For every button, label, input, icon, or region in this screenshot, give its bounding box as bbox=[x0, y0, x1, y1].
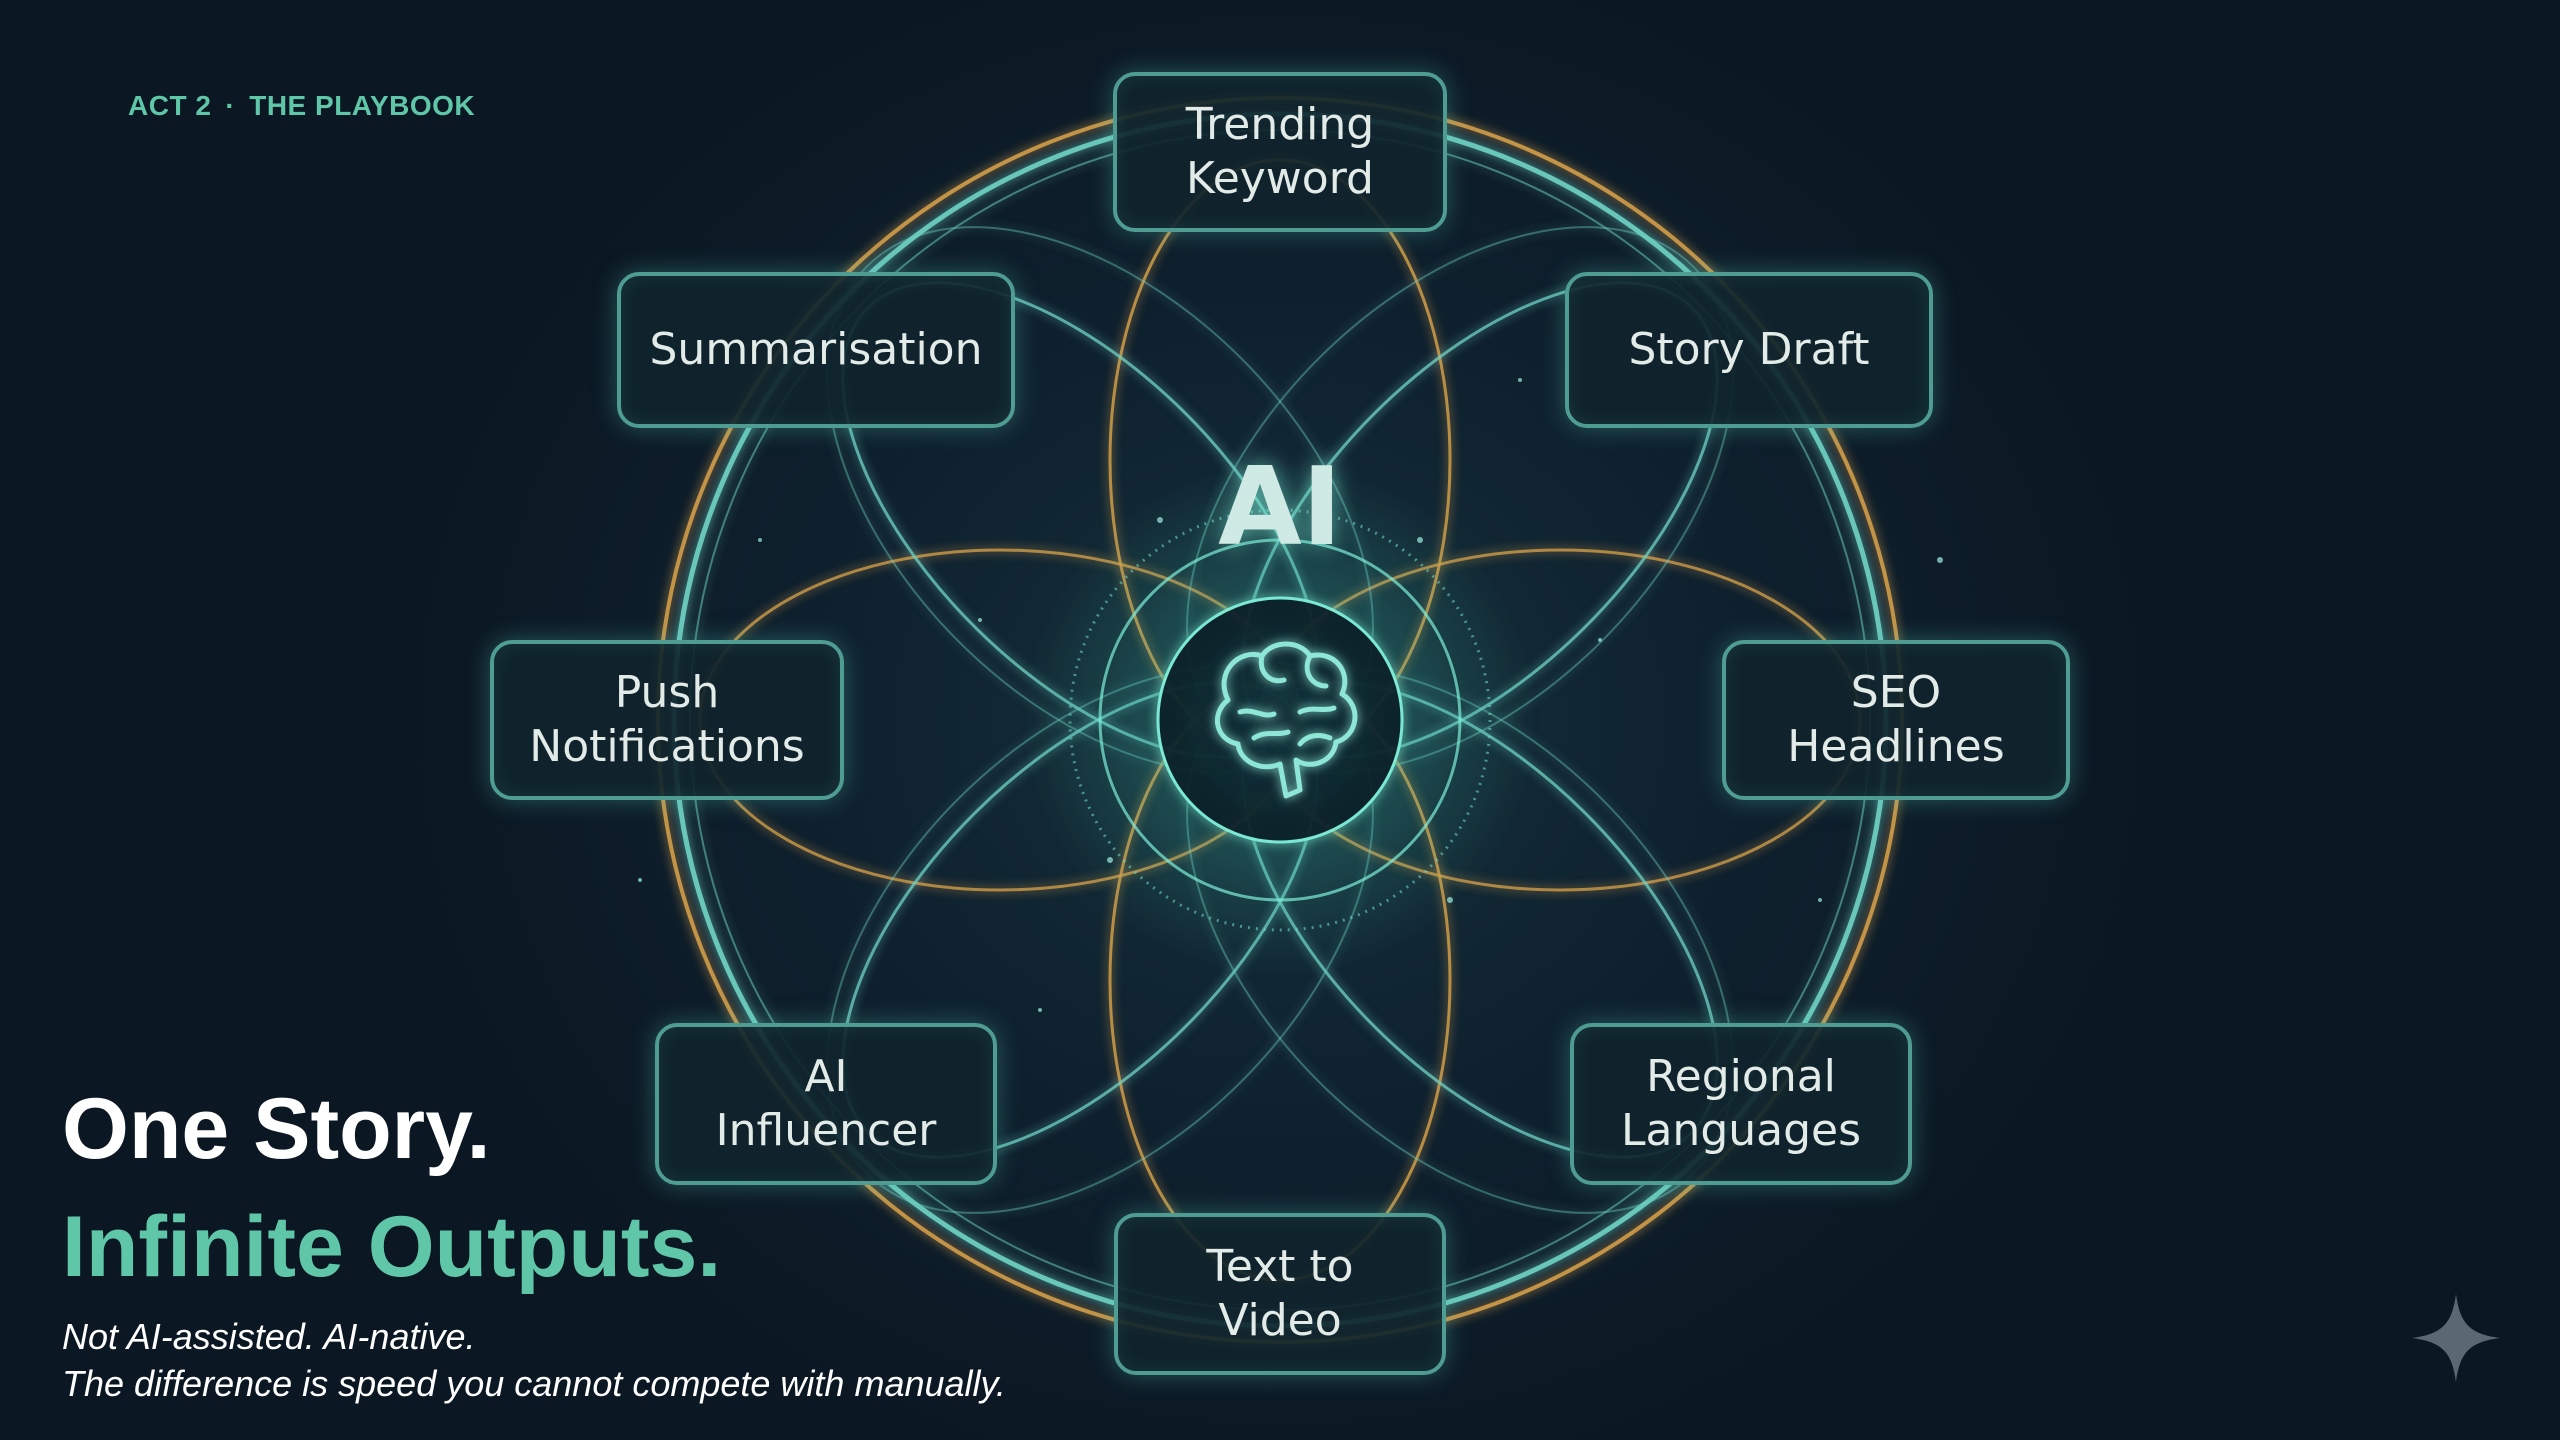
headline-primary: One Story. bbox=[62, 1081, 491, 1177]
sparkle-icon bbox=[2412, 1294, 2500, 1382]
section-eyebrow: ACT 2 · THE PLAYBOOK bbox=[128, 90, 475, 122]
node-label: Text to Video bbox=[1206, 1241, 1354, 1346]
node-text-to-video: Text to Video bbox=[1114, 1213, 1446, 1375]
act-label: ACT 2 bbox=[128, 90, 212, 121]
eyebrow-separator: · bbox=[225, 90, 236, 121]
node-label: Summarisation bbox=[649, 324, 983, 375]
node-label: Story Draft bbox=[1628, 324, 1870, 375]
node-label: Push Notifications bbox=[529, 667, 805, 772]
node-push-notifications: Push Notifications bbox=[490, 640, 844, 800]
brain-icon bbox=[1215, 641, 1358, 799]
node-label: SEO Headlines bbox=[1787, 667, 2005, 772]
node-seo-headlines: SEO Headlines bbox=[1722, 640, 2070, 800]
node-summarisation: Summarisation bbox=[617, 272, 1015, 428]
subtext-line-1: Not AI-assisted. AI-native. bbox=[62, 1316, 476, 1357]
headline-accent: Infinite Outputs. bbox=[62, 1199, 722, 1295]
ai-core bbox=[1020, 460, 1540, 980]
particles bbox=[638, 378, 1943, 1012]
node-regional-languages: Regional Languages bbox=[1570, 1023, 1912, 1185]
subtext-line-2: The difference is speed you cannot compe… bbox=[62, 1363, 1006, 1404]
ai-center-label: AI bbox=[1218, 445, 1342, 570]
node-trending-keyword: Trending Keyword bbox=[1113, 72, 1447, 232]
node-label: Trending Keyword bbox=[1185, 99, 1375, 204]
node-story-draft: Story Draft bbox=[1565, 272, 1933, 428]
node-label: Regional Languages bbox=[1620, 1051, 1862, 1156]
node-label: AI Influencer bbox=[715, 1051, 937, 1156]
node-ai-influencer: AI Influencer bbox=[655, 1023, 997, 1185]
section-label: THE PLAYBOOK bbox=[249, 90, 476, 121]
